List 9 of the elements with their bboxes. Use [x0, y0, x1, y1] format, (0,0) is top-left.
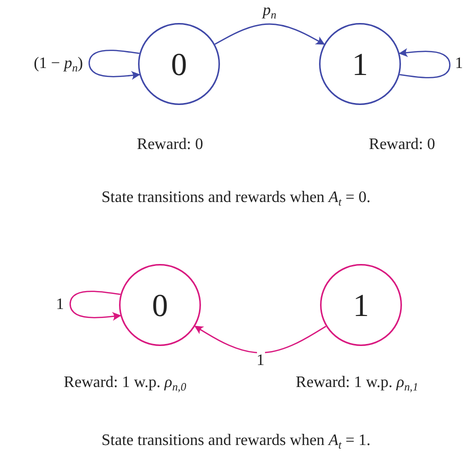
- transition-probability: (1 − p$_{n}$): [34, 54, 83, 74]
- state-circle: 1: [319, 23, 401, 105]
- caption-text: State transitions and rewards when A$_{t}$ = 0.: [102, 188, 370, 208]
- reward-text: Reward: 1 w.p. ρ$_{n,0}$: [64, 373, 186, 392]
- state-circle: 0: [138, 23, 220, 105]
- caption-text: State transitions and rewards when A$_{t}$ = 1.: [102, 431, 370, 450]
- state-circle: 0: [119, 264, 201, 346]
- state-circle: 1: [320, 264, 402, 346]
- reward-text: Reward: 1 w.p. ρ$_{n,1}$: [296, 373, 418, 392]
